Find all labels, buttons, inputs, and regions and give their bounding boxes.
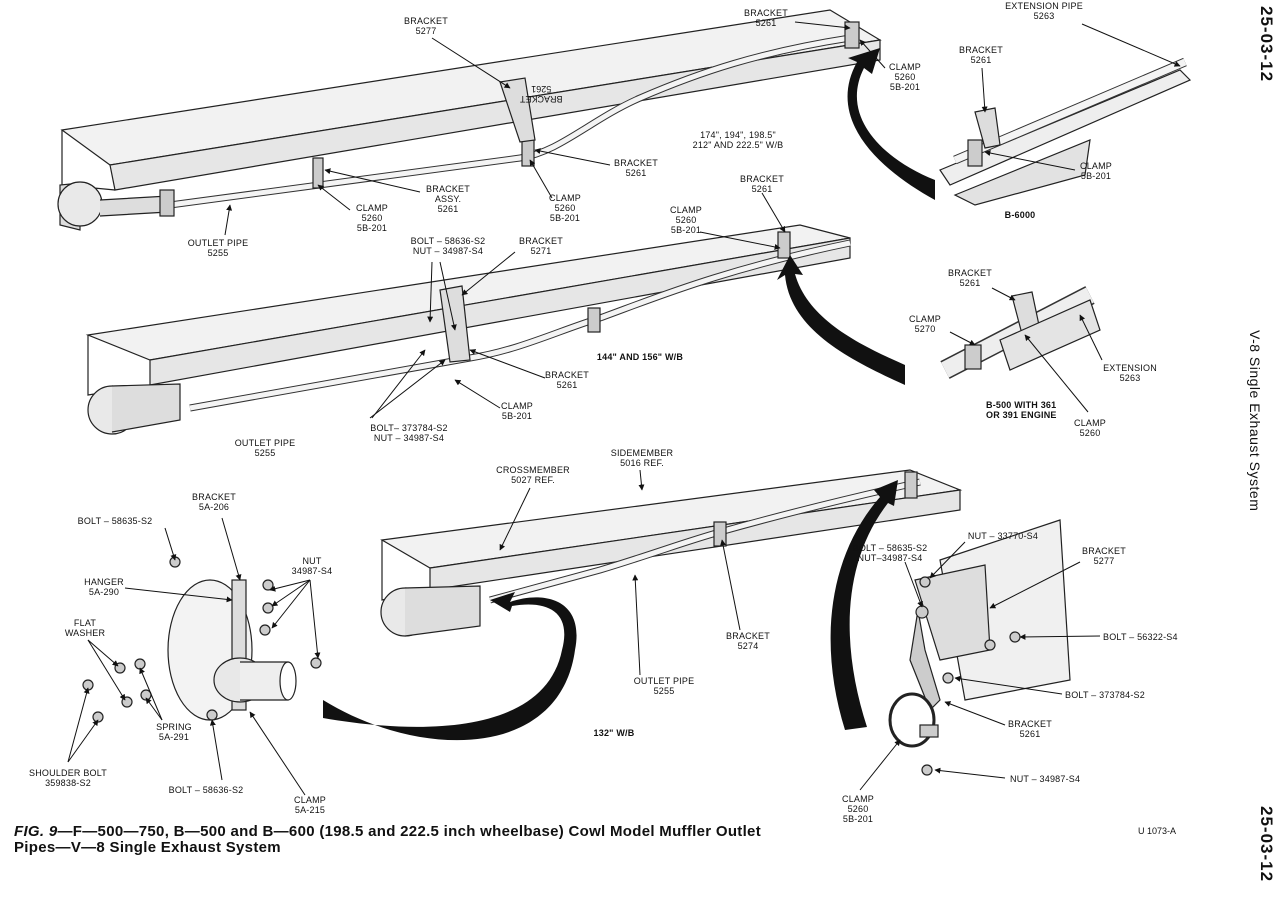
label-spring: SPRING 5A-291	[156, 722, 192, 742]
label-bracket-5a206: BRACKET 5A-206	[192, 492, 236, 512]
label-bolt-58636-bot: BOLT – 58636-S2	[168, 785, 244, 795]
reference-code: U 1073-A	[1138, 826, 1177, 836]
top-clamp-mid	[521, 137, 535, 167]
label-bracket-5261-r: BRACKET 5261	[1008, 719, 1052, 739]
arrow-bracket	[830, 480, 898, 730]
top-bracket-assy	[312, 157, 324, 189]
label-bolt-373784-r: BOLT – 373784-S2	[1065, 690, 1145, 700]
label-clamp-5a215: CLAMP 5A-215	[293, 795, 327, 815]
label-clamp-5270: CLAMP 5270	[908, 314, 942, 334]
arrow-b500	[777, 255, 905, 385]
label-bracket-5261-mid1: BRACKET 5261	[614, 158, 658, 178]
label-nut-34987-left: NUT 34987-S4	[291, 556, 333, 576]
mid-clamp	[587, 307, 601, 333]
label-bracket-5261-b500: BRACKET 5261	[948, 268, 992, 288]
label-bracket-5271: BRACKET 5271	[519, 236, 563, 256]
label-wb-mid: 144" AND 156" W/B	[596, 352, 684, 362]
arrow-b6000	[847, 48, 935, 200]
label-bracket-5261-d2: BRACKET 5261	[740, 174, 784, 194]
side-title: V-8 Single Exhaust System	[1247, 330, 1263, 512]
mid-clamp-right	[777, 231, 791, 259]
top-clamp-right	[844, 21, 860, 49]
label-hanger: HANGER 5A-290	[84, 577, 124, 597]
top-clamp-left	[159, 189, 175, 217]
label-b500-engine: B-500 WITH 361 OR 391 ENGINE	[986, 400, 1057, 420]
label-extension-5263: EXTENSION 5263	[1103, 363, 1157, 383]
label-wb-bot: 132" W/B	[593, 728, 635, 738]
label-clamp-5260-d2: CLAMP 5260 5B-201	[669, 205, 703, 235]
label-shoulder-bolt: SHOULDER BOLT 359838-S2	[29, 768, 107, 788]
bottom-bracket-5274	[713, 521, 727, 547]
label-outlet-pipe-mid: OUTLET PIPE 5255	[234, 438, 296, 458]
b6000-inset	[939, 57, 1192, 206]
label-bracket-5277-r: BRACKET 5277	[1082, 546, 1126, 566]
mid-bracket-5271	[439, 285, 471, 363]
label-bracket-5261-top: BRACKET 5261	[744, 8, 788, 28]
label-nut-34987-r: NUT – 34987-S4	[1010, 774, 1081, 784]
label-bolt-58635: BOLT – 58635-S2	[77, 516, 153, 526]
label-extension-pipe: EXTENSION PIPE 5263	[1005, 1, 1083, 21]
label-bracket-5261-b6000: BRACKET 5261	[959, 45, 1003, 65]
label-bracket-5261-d2low: BRACKET 5261	[545, 370, 589, 390]
bracket-detail	[888, 519, 1071, 776]
leader-lines	[67, 21, 1181, 796]
figure-caption: FIG. 9—F—500—750, B—500 and B—600 (198.5…	[14, 824, 761, 856]
figure-number: FIG. 9	[14, 823, 58, 840]
arrow-hanger	[323, 592, 577, 741]
label-outlet-pipe-top: OUTLET PIPE 5255	[187, 238, 249, 258]
label-bracket-upside: BRACKET 5261	[520, 84, 563, 104]
page-number-top: 25-03-12	[1257, 6, 1276, 83]
label-nut-33770: NUT – 33770-S4	[967, 531, 1039, 541]
label-clamp-5b201-d2: CLAMP 5B-201	[500, 401, 534, 421]
page-number-bottom: 25-03-12	[1257, 806, 1276, 883]
label-bracket-assy: BRACKET ASSY. 5261	[426, 184, 470, 214]
mid-frame-assembly	[85, 224, 851, 435]
label-clamp-5260-b500: CLAMP 5260	[1073, 418, 1107, 438]
label-bracket-5277-top: BRACKET 5277	[404, 16, 448, 36]
label-b6000: B-6000	[1004, 210, 1036, 220]
label-clamp-5b201-b6000: CLAMP 5B-201	[1079, 161, 1113, 181]
label-clamp-5260-r: CLAMP 5260 5B-201	[841, 794, 875, 824]
b500-inset	[940, 286, 1101, 379]
label-clamp-5260-top: CLAMP 5260 5B-201	[888, 62, 922, 92]
label-bolt-58635-r: BOLT – 58635-S2 NUT–34987-S4	[852, 543, 928, 563]
label-bracket-5274: BRACKET 5274	[726, 631, 770, 651]
caption-line-1: —F—500—750, B—500 and B—600 (198.5 and 2…	[57, 823, 761, 840]
label-sidemember: SIDEMEMBER 5016 REF.	[610, 448, 674, 468]
top-outlet-pipe	[169, 34, 851, 209]
label-wb-top: 174", 194", 198.5" 212" AND 222.5" W/B	[692, 130, 784, 150]
label-outlet-pipe-bot: OUTLET PIPE 5255	[633, 676, 695, 696]
caption-line-2: Pipes—V—8 Single Exhaust System	[14, 839, 281, 856]
bottom-clamp-right	[904, 471, 918, 499]
mid-outlet-pipe	[189, 239, 851, 412]
top-bracket-5277	[499, 77, 536, 143]
label-flat-washer: FLAT WASHER	[64, 618, 106, 638]
label-bolt-58636: BOLT – 58636-S2 NUT – 34987-S4	[410, 236, 486, 256]
label-crossmember: CROSSMEMBER 5027 REF.	[496, 465, 570, 485]
label-clamp-5260-mid: CLAMP 5260 5B-201	[548, 193, 582, 223]
label-clamp-5260-left: CLAMP 5260 5B-201	[355, 203, 389, 233]
label-bolt-56322: BOLT – 56322-S4	[1103, 632, 1178, 642]
label-bolt-373784: BOLT– 373784-S2 NUT – 34987-S4	[370, 423, 448, 443]
detail-arrows	[323, 48, 935, 741]
